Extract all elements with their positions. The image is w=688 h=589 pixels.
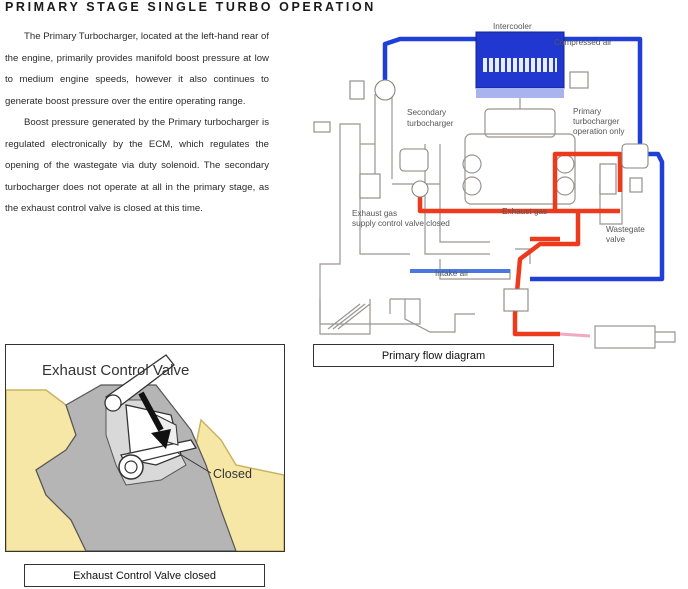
exhaust-line — [552, 151, 623, 211]
secondary-turbo-label: turbocharger — [407, 119, 454, 128]
paragraph-1: The Primary Turbocharger, located at the… — [5, 31, 269, 107]
body-text: The Primary Turbocharger, located at the… — [5, 26, 269, 220]
wastegate-label: Wastegate — [606, 225, 645, 234]
outline-pipe — [374, 94, 393, 179]
outline-pipe — [424, 144, 490, 255]
air-filter — [319, 299, 371, 335]
secondary-turbocharger — [399, 148, 429, 172]
closed-label: Closed — [213, 467, 252, 481]
engine-block — [464, 133, 576, 205]
primary-turbo-label: turbocharger — [573, 117, 620, 126]
intake-air-label: Intake air — [435, 269, 469, 278]
primary-turbocharger — [621, 143, 649, 169]
valve-heading: Exhaust Control Valve — [42, 362, 189, 379]
paragraph-2: Boost pressure generated by the Primary … — [5, 117, 269, 214]
exhaust-supply-label: Exhaust gas — [352, 209, 397, 218]
muffler — [594, 325, 656, 349]
secondary-turbo-label: Secondary — [407, 108, 447, 117]
outline-pipe — [439, 144, 490, 243]
bypass-valve — [374, 79, 396, 101]
valve-figure: Exhaust Control Valve Closed — [5, 344, 285, 552]
compressed-air-line — [562, 36, 643, 159]
compressed-air-label: Compressed air — [554, 38, 612, 47]
intercooler-label: Intercooler — [493, 22, 532, 31]
page-title: PRIMARY STAGE SINGLE TURBO OPERATION — [5, 0, 376, 14]
valve-figure-caption: Exhaust Control Valve closed — [24, 564, 265, 587]
engine-head — [484, 108, 556, 138]
catalytic-converter — [503, 288, 529, 312]
intercooler — [475, 31, 565, 98]
primary-turbo-label: Primary — [573, 107, 602, 116]
exhaust-line — [512, 211, 581, 337]
outline-pipe — [339, 123, 361, 154]
wastegate-label: valve — [606, 235, 626, 244]
primary-turbo-label: operation only — [573, 127, 625, 136]
primary-flow-diagram: Intercooler Compressed air Secondary tur… — [313, 22, 676, 349]
closing-arrow — [138, 391, 164, 432]
exhaust-gas-label: Exhaust gas — [502, 207, 547, 216]
compressed-air-line — [530, 151, 665, 282]
outline-pipe — [389, 299, 475, 333]
exhaust-supply-label: supply control valve closed — [352, 219, 450, 228]
valve-illustration: Exhaust Control Valve Closed — [6, 354, 284, 551]
compressed-air-line — [382, 36, 478, 89]
flow-diagram-caption: Primary flow diagram — [313, 344, 554, 367]
